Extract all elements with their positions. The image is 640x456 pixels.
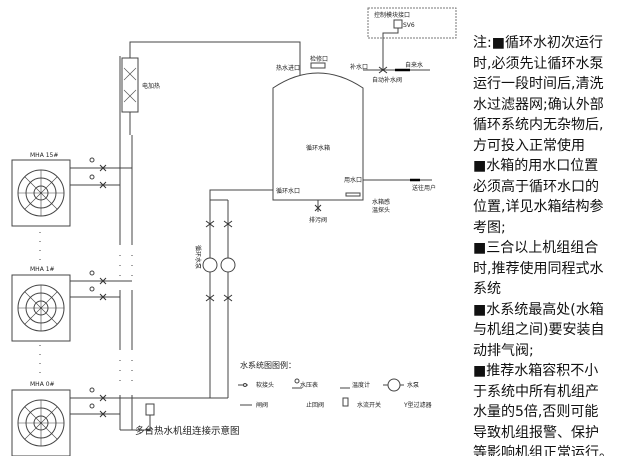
legend-y-filter: Y型过滤器 <box>403 401 432 409</box>
electric-heater-icon <box>121 57 139 113</box>
note-line: 系统 <box>473 281 501 297</box>
legend-thermometer: 温度计 <box>352 381 370 389</box>
note-line: ■水箱的用水口位置 <box>473 158 599 174</box>
pump-icon <box>220 257 236 273</box>
unit-1-label: MHA 1# <box>30 266 55 273</box>
note-line: 注:■循环水初次运行 <box>473 35 603 51</box>
unit-15: MHA 15# <box>11 152 71 227</box>
legend-gate-valve: 闸阀 <box>256 401 268 409</box>
legend-check-valve: 止回阀 <box>306 401 324 409</box>
tank-sensor-icon <box>345 192 361 197</box>
unit-0: MHA 0# <box>11 381 71 456</box>
legend-title: 水系统图图例： <box>240 360 296 370</box>
circulation-tank <box>272 72 364 201</box>
inspection-port-icon <box>310 62 326 69</box>
unit-0-label: MHA 0# <box>30 381 55 388</box>
to-user-label: 送往用户 <box>412 184 436 192</box>
note-line: 运行一段时间后,清洗 <box>473 76 604 92</box>
drain-valve-label: 排污阀 <box>309 216 327 224</box>
inspection-port-label: 检修口 <box>310 55 328 63</box>
note-line: 时,必须先让循环水泵 <box>473 55 604 72</box>
legend-pump: 水泵 <box>407 381 419 389</box>
notes-panel: 注:■循环水初次运行时,必须先让循环水泵运行一段时间后,清洗水过滤器网;确认外部… <box>473 33 638 456</box>
makeup-port-label: 补水口 <box>350 63 368 71</box>
sensor-label-2: 温探头 <box>372 206 390 214</box>
note-line: 导致机组报警、保护 <box>473 424 599 441</box>
tap-water-label: 自来水 <box>405 61 423 69</box>
note-line: ■推荐水箱容积不小 <box>473 363 599 379</box>
note-line: 动排气阀; <box>473 342 534 359</box>
drain-valve-icon <box>314 204 322 212</box>
circ-port-label: 循环水口 <box>276 187 300 195</box>
legend-soft-joint: 软接头 <box>256 381 274 389</box>
hot-water-inlet-label: 热水进口 <box>276 64 300 72</box>
tank-label: 循环水箱 <box>306 144 330 152</box>
note-line: 循环系统内无杂物后, <box>473 117 604 133</box>
note-line: 于系统中所有机组产 <box>473 383 599 400</box>
control-module-box <box>367 7 457 39</box>
note-line: 方可投入正常使用 <box>473 137 585 154</box>
auto-makeup-valve-icon <box>378 66 388 74</box>
note-line: 等影响机组正常运行。 <box>473 445 613 456</box>
sv6-label: SV6 <box>403 22 415 29</box>
use-port-label: 用水口 <box>344 176 362 184</box>
water-system-diagram: 控制模块接口 SV6 自来水 自动补水阀 补水口 热水进口 检修口 循环水箱 用… <box>11 7 457 456</box>
note-line: ■三合以上机组组合 <box>473 240 599 256</box>
control-module-label: 控制模块接口 <box>374 11 410 19</box>
legend-flow-switch: 水流开关 <box>357 401 381 409</box>
auto-makeup-valve-label: 自动补水阀 <box>372 76 402 84</box>
sensor-label-1: 水箱感 <box>372 198 390 206</box>
note-line: 必须高于循环水口的 <box>473 178 599 195</box>
legend-pressure-gauge: 水压表 <box>300 381 318 389</box>
unit-15-label: MHA 15# <box>30 152 58 159</box>
flow-switch-icon <box>145 403 155 416</box>
pump-icon <box>202 257 218 273</box>
note-line: 考图; <box>473 219 506 236</box>
unit-1: MHA 1# <box>11 266 71 342</box>
sv6-icon <box>393 19 403 29</box>
diagram-title: 多台热水机组连接示意图 <box>135 425 240 437</box>
note-line: 时,推荐使用同程式水 <box>473 260 604 277</box>
electric-heater-label: 电加热 <box>142 82 160 90</box>
pump-label: 循环水泵 <box>194 245 202 269</box>
note-line: 水量的5倍,否则可能 <box>473 404 599 420</box>
note-line: 与机组之间)要安装自 <box>473 322 605 338</box>
note-line: ■水系统最高处(水箱 <box>473 301 604 318</box>
note-line: 位置,详见水箱结构参 <box>473 199 604 215</box>
note-line: 水过滤器网;确认外部 <box>473 96 604 113</box>
